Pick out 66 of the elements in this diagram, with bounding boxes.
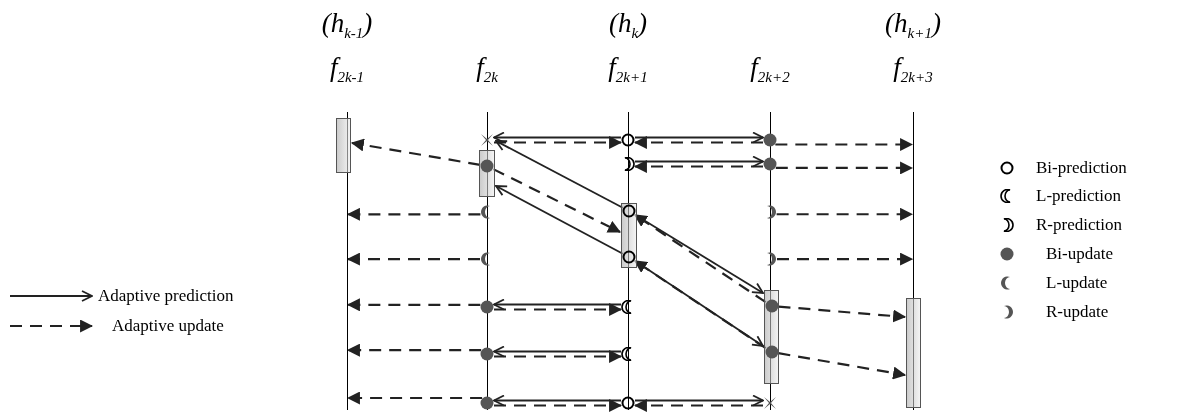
frame-label: f$_{2k+2}$ bbox=[750, 52, 790, 88]
update-arrow bbox=[633, 399, 763, 412]
bi-update-marker bbox=[480, 347, 494, 361]
prediction-arrow bbox=[493, 345, 622, 358]
update-arrow bbox=[775, 138, 914, 151]
prediction-arrow bbox=[495, 140, 624, 209]
bi-prediction-marker bbox=[622, 204, 636, 218]
update-arrow bbox=[775, 161, 914, 175]
prediction-arrow bbox=[495, 185, 624, 255]
update-arrow bbox=[633, 136, 763, 149]
frame-bar bbox=[336, 118, 351, 173]
frame-group-label: (h$_{k+1}$) bbox=[885, 8, 941, 44]
legend-label: Adaptive update bbox=[112, 316, 224, 336]
update-arrow bbox=[346, 343, 482, 357]
update-arrow bbox=[494, 136, 623, 149]
bi-update-marker bbox=[480, 300, 494, 314]
two-sided-update-marker bbox=[763, 396, 777, 410]
frame-label: f$_{2k+1}$ bbox=[608, 52, 648, 88]
frame-bar bbox=[621, 203, 637, 268]
update-arrow bbox=[494, 350, 623, 363]
frame-line bbox=[346, 112, 348, 410]
bi-prediction-marker bbox=[621, 133, 635, 147]
update-arrow bbox=[346, 207, 481, 221]
bi-prediction-marker bbox=[622, 250, 636, 264]
update-arrow bbox=[346, 252, 480, 266]
update-arrow bbox=[778, 305, 907, 323]
update-arrow bbox=[778, 352, 907, 380]
update-arrow bbox=[494, 399, 623, 412]
frame-group-label: (h$_{k-1}$) bbox=[321, 8, 373, 44]
frame-label: f$_{2k+3}$ bbox=[893, 52, 933, 88]
two-sided-update-marker bbox=[480, 133, 494, 147]
update-arrow bbox=[777, 252, 914, 266]
legend-label: R-prediction bbox=[1036, 215, 1122, 235]
frame-bar bbox=[479, 150, 495, 197]
update-arrow bbox=[346, 391, 483, 405]
legend-label: L-update bbox=[1046, 273, 1108, 293]
prediction-arrow bbox=[634, 155, 764, 168]
update-arrow bbox=[350, 138, 481, 166]
bi-update-marker bbox=[764, 345, 779, 359]
frame-bar bbox=[906, 298, 921, 408]
legend-label: Bi-prediction bbox=[1036, 158, 1127, 178]
bi-prediction-marker bbox=[621, 396, 635, 410]
update-arrow bbox=[346, 298, 481, 312]
update-arrow bbox=[776, 207, 914, 221]
bi-update-marker bbox=[763, 157, 777, 171]
frame-label: f$_{2k}$ bbox=[476, 52, 498, 88]
prediction-arrow bbox=[493, 394, 622, 407]
bi-update-marker bbox=[480, 396, 494, 410]
prediction-arrow bbox=[634, 394, 764, 407]
update-arrow bbox=[494, 303, 623, 316]
frame-line bbox=[627, 112, 629, 410]
legend-label: Adaptive prediction bbox=[98, 286, 234, 306]
bi-update-marker bbox=[763, 133, 777, 147]
frame-bar bbox=[764, 290, 779, 384]
prediction-arrow bbox=[493, 298, 622, 311]
bi-update-marker bbox=[764, 299, 779, 313]
update-arrow bbox=[633, 160, 763, 173]
update-arrow bbox=[492, 168, 621, 233]
prediction-arrow bbox=[634, 131, 764, 144]
frame-label: f$_{2k-1}$ bbox=[329, 52, 365, 88]
frame-line bbox=[912, 112, 914, 410]
legend-label: R-update bbox=[1046, 302, 1109, 322]
legend-label: Bi-update bbox=[1046, 244, 1114, 264]
frame-group-label: (h$_{k}$) bbox=[608, 8, 648, 44]
bi-update-marker bbox=[480, 159, 494, 173]
legend-label: L-prediction bbox=[1036, 186, 1121, 206]
